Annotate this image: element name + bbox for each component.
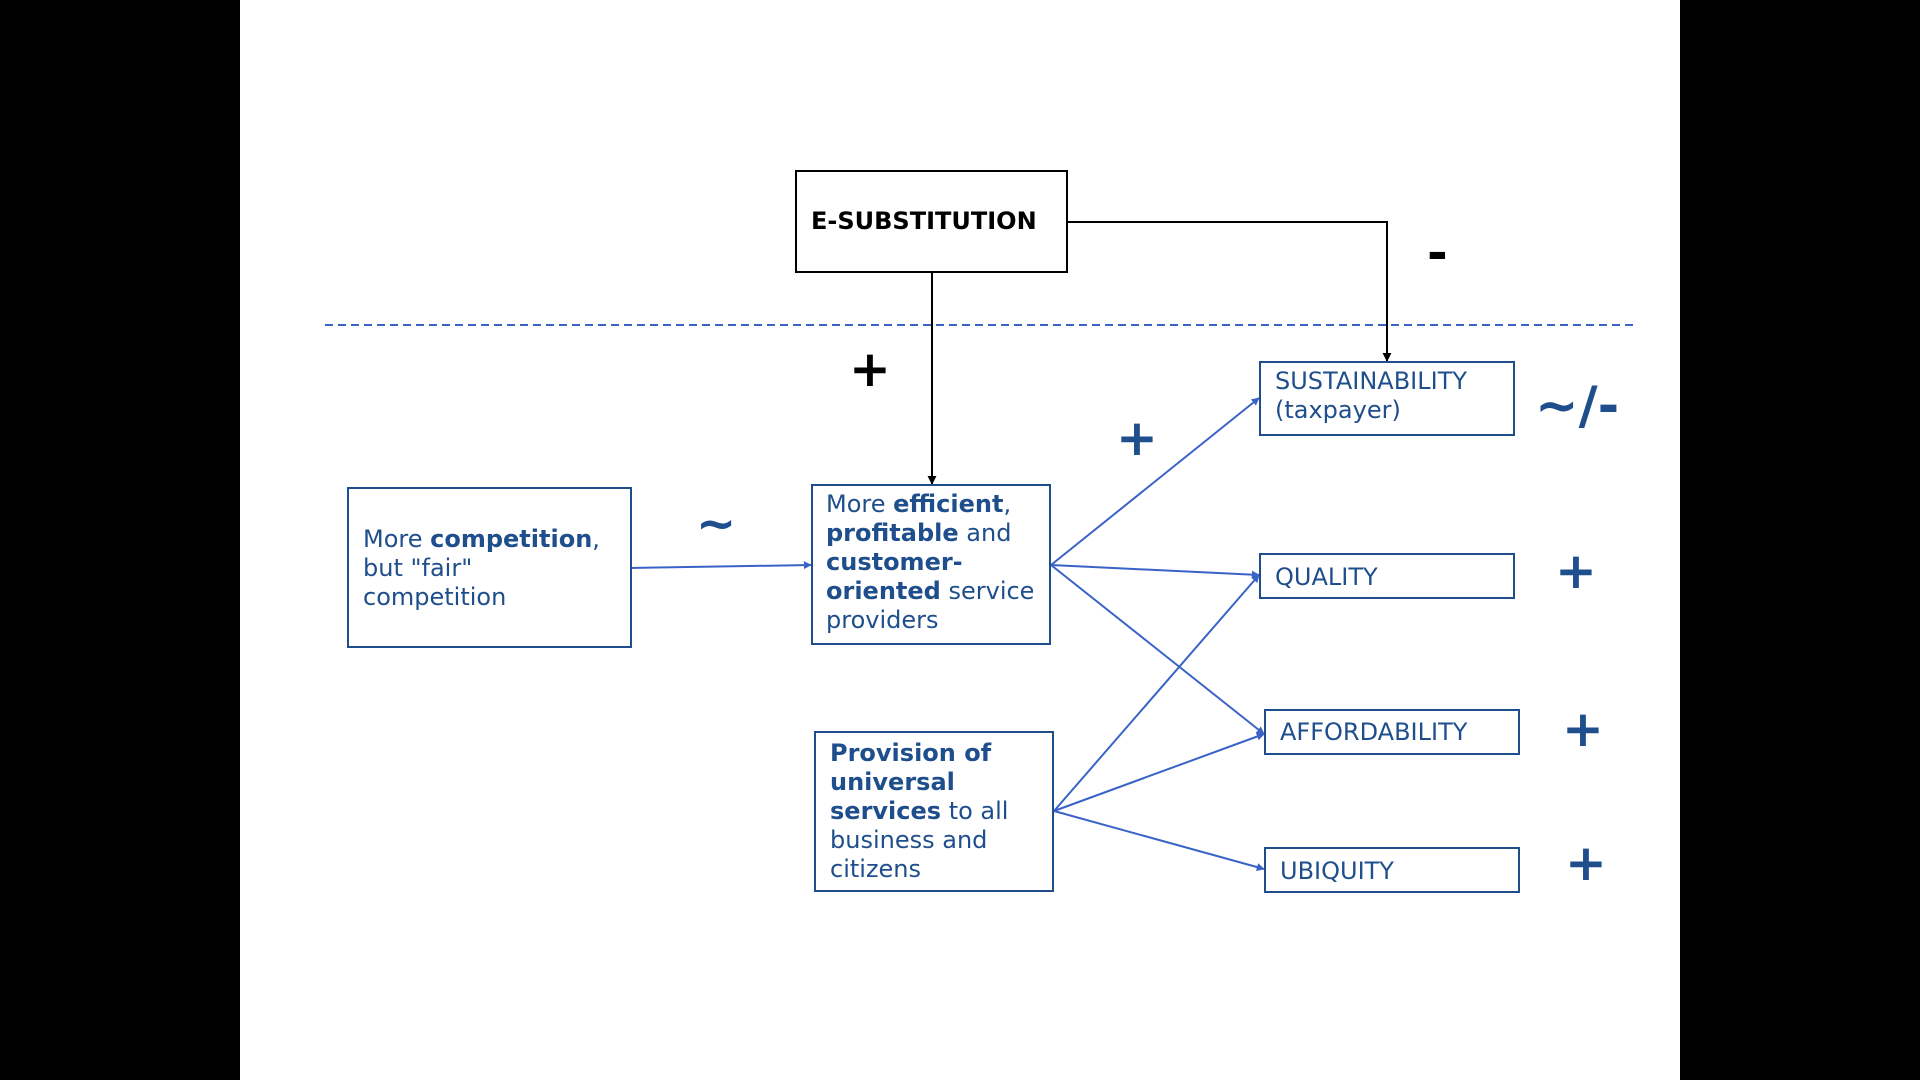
node-e-substitution-label: E-SUBSTITUTION [811,207,1037,235]
efficient-bold-3: customer-oriented [826,548,963,605]
sign-competition-to-efficient: ~ [696,496,737,552]
affordability-label: AFFORDABILITY [1280,718,1468,746]
sign-affordability-outcome: + [1562,700,1604,758]
sign-ubiquity-outcome: + [1565,834,1607,892]
arrow-esub-to-sustainability [1068,221,1392,362]
arrow-universal-to-quality [1053,574,1260,812]
node-sustainability: SUSTAINABILITY (taxpayer) [1259,361,1515,436]
quality-label: QUALITY [1275,563,1378,591]
efficient-text-2: , [1003,490,1012,518]
universal-text-1: to all business and citizens [830,797,1009,883]
arrow-universal-to-ubiquity [1053,810,1265,871]
arrow-efficient-to-affordability [1050,564,1265,735]
sign-quality-outcome: + [1555,542,1597,600]
arrow-efficient-to-quality [1050,564,1260,579]
efficient-text-4: service providers [826,577,1035,634]
sustainability-label: SUSTAINABILITY (taxpayer) [1275,367,1468,424]
competition-text-2: , but "fair" competition [363,525,600,611]
competition-bold-1: competition [430,525,593,553]
arrow-competition-to-efficient [630,561,812,570]
sign-esub-to-efficient: + [849,340,891,398]
ubiquity-label: UBIQUITY [1280,857,1394,885]
arrow-universal-to-affordability [1053,732,1265,812]
universal-bold-1: Provision of universal services [830,739,992,825]
efficient-bold-2: profitable [826,519,959,547]
node-competition: More competition, but "fair" competition [347,487,632,648]
node-efficient-providers: More efficient, profitable and customer-… [811,484,1051,645]
node-universal-services: Provision of universal services to all b… [814,731,1054,892]
sign-efficient-to-sustainability: + [1116,409,1158,467]
slide: E-SUBSTITUTION More competition, but "fa… [240,0,1680,1080]
node-ubiquity: UBIQUITY [1264,847,1520,893]
efficient-text-3: and [958,519,1012,547]
sign-esub-to-sustainability: - [1427,224,1448,282]
efficient-bold-1: efficient [893,490,1004,518]
sign-sustainability-outcome: ~/- [1535,376,1620,436]
efficient-text-1: More [826,490,894,518]
node-quality: QUALITY [1259,553,1515,599]
competition-text-1: More [363,525,431,553]
node-e-substitution: E-SUBSTITUTION [795,170,1068,273]
node-affordability: AFFORDABILITY [1264,709,1520,755]
arrow-efficient-to-sustainability [1050,397,1260,566]
connector-layer [325,221,1635,871]
